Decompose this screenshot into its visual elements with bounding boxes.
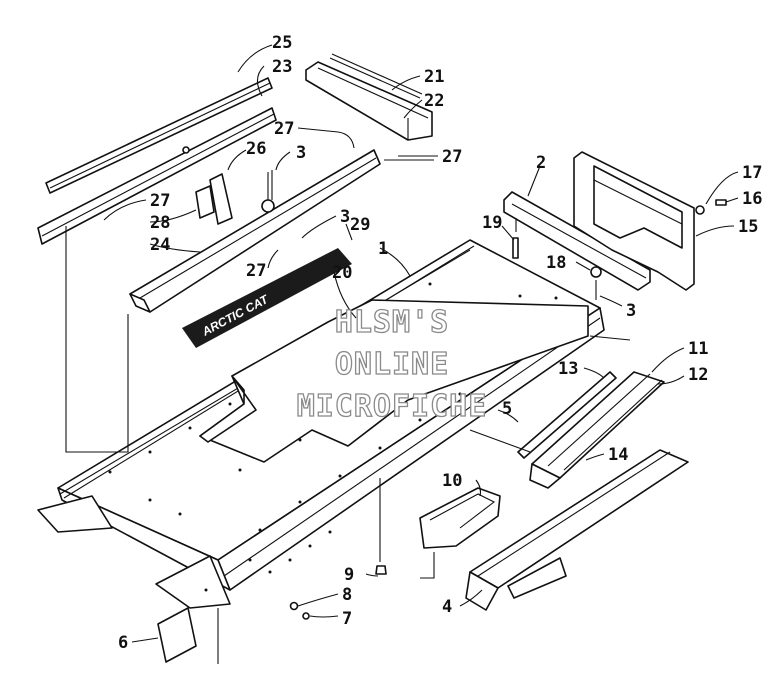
callout-labels: 25 23 21 22 27 27 26 3 27 28 24 3 29 27 … — [118, 33, 762, 653]
callout-14: 14 — [608, 445, 628, 465]
callout-3-top: 3 — [296, 143, 306, 163]
callout-15: 15 — [738, 217, 758, 237]
callout-10: 10 — [442, 471, 462, 491]
plate-6 — [157, 607, 197, 663]
reference-lines — [65, 159, 631, 664]
callout-17: 17 — [742, 163, 762, 183]
washer-18 — [590, 266, 602, 278]
watermark: HLSM'S ONLINE MICROFICHE — [296, 304, 488, 424]
callout-4: 4 — [442, 597, 452, 617]
callout-27-top: 27 — [274, 119, 294, 139]
callout-2: 2 — [536, 153, 546, 173]
bracket-11-12 — [529, 371, 665, 489]
callout-8: 8 — [342, 585, 352, 605]
callout-23: 23 — [272, 57, 292, 77]
callout-25: 25 — [272, 33, 292, 53]
footrest-10 — [419, 487, 501, 549]
callout-5: 5 — [502, 399, 512, 419]
fastener-8-7 — [289, 601, 310, 620]
callout-20: 20 — [332, 263, 352, 283]
rear-bracket-21-22 — [305, 53, 433, 141]
watermark-line-2: ONLINE — [335, 347, 449, 382]
callout-27-bottom: 27 — [246, 261, 266, 281]
callout-29: 29 — [350, 215, 370, 235]
callout-7: 7 — [342, 609, 352, 629]
callout-27-left: 27 — [150, 191, 170, 211]
washer-17 — [695, 205, 705, 215]
callout-9: 9 — [344, 565, 354, 585]
callout-1: 1 — [378, 239, 388, 259]
callout-12: 12 — [688, 365, 708, 385]
callout-22: 22 — [424, 91, 444, 111]
callout-24: 24 — [150, 235, 170, 255]
bracket-26 — [195, 173, 233, 225]
callout-18: 18 — [546, 253, 566, 273]
callout-16: 16 — [742, 189, 762, 209]
callout-13: 13 — [558, 359, 578, 379]
watermark-line-1: HLSM'S — [335, 305, 449, 340]
cross-member-24 — [129, 149, 381, 313]
callout-19: 19 — [482, 213, 502, 233]
flap-15 — [573, 151, 695, 291]
callout-28: 28 — [150, 213, 170, 233]
fastener-9 — [375, 565, 387, 575]
callout-11: 11 — [688, 339, 708, 359]
callout-3-right: 3 — [626, 301, 636, 321]
rail-25 — [45, 77, 273, 194]
rear-panel-2 — [503, 191, 651, 291]
rail-23 — [37, 107, 277, 245]
callout-6: 6 — [118, 633, 128, 653]
rail-13 — [517, 371, 617, 459]
rail-14 — [465, 449, 689, 611]
fastener-16 — [715, 199, 727, 206]
fastener-19 — [512, 237, 519, 259]
flap-20 — [199, 299, 589, 463]
callout-27-right: 27 — [442, 147, 462, 167]
watermark-line-3: MICROFICHE — [297, 389, 488, 424]
callout-3-mid: 3 — [340, 207, 350, 227]
callout-21: 21 — [424, 67, 444, 87]
callout-26: 26 — [246, 139, 266, 159]
leader-lines — [103, 44, 739, 643]
